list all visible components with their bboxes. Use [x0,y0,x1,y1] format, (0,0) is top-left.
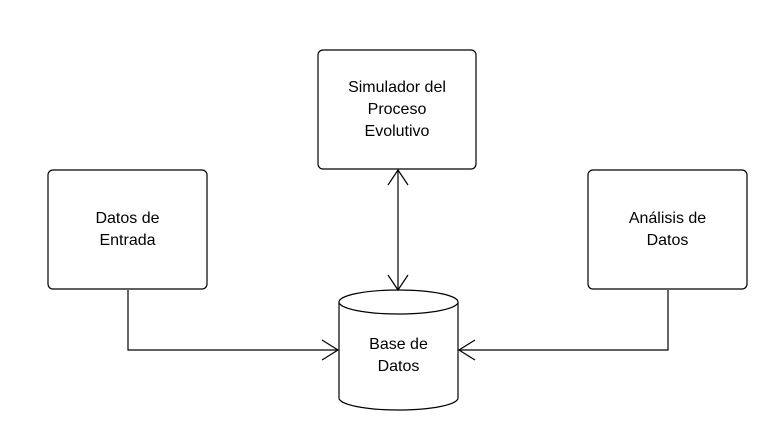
database-label-line-2: Datos [377,358,420,375]
arrowhead-down [387,274,409,292]
database-cylinder-top [338,289,459,315]
input-data-label: Datos de Entrada [48,170,207,289]
connector-analysis-database [457,290,669,361]
database-label-line-1: Base de [369,336,428,353]
database-cylinder [338,289,459,411]
input-data-label-line-2: Entrada [99,231,156,249]
simulator-box [317,49,477,170]
data-analysis-label-line-2: Datos [646,231,689,249]
connector-input-database [127,290,340,361]
connector-simulator-database [387,168,409,292]
input-data-label-line-1: Datos de [95,209,160,227]
simulator-label-line-2: Proceso [367,100,427,118]
database-cylinder-body [338,302,459,411]
data-analysis-label-line-1: Análisis de [628,209,707,227]
arrowhead-up [387,168,409,186]
data-analysis-box [587,169,748,290]
simulator-label-line-3: Evolutivo [364,122,430,140]
input-data-box [47,169,208,290]
arrowhead-left [457,339,476,361]
data-analysis-label: Análisis de Datos [588,170,747,289]
simulator-label: Simulador del Proceso Evolutivo [318,50,476,169]
simulator-label-line-1: Simulador del [348,78,446,96]
database-label: Base de Datos [339,314,458,398]
arrowhead-right [321,339,340,361]
